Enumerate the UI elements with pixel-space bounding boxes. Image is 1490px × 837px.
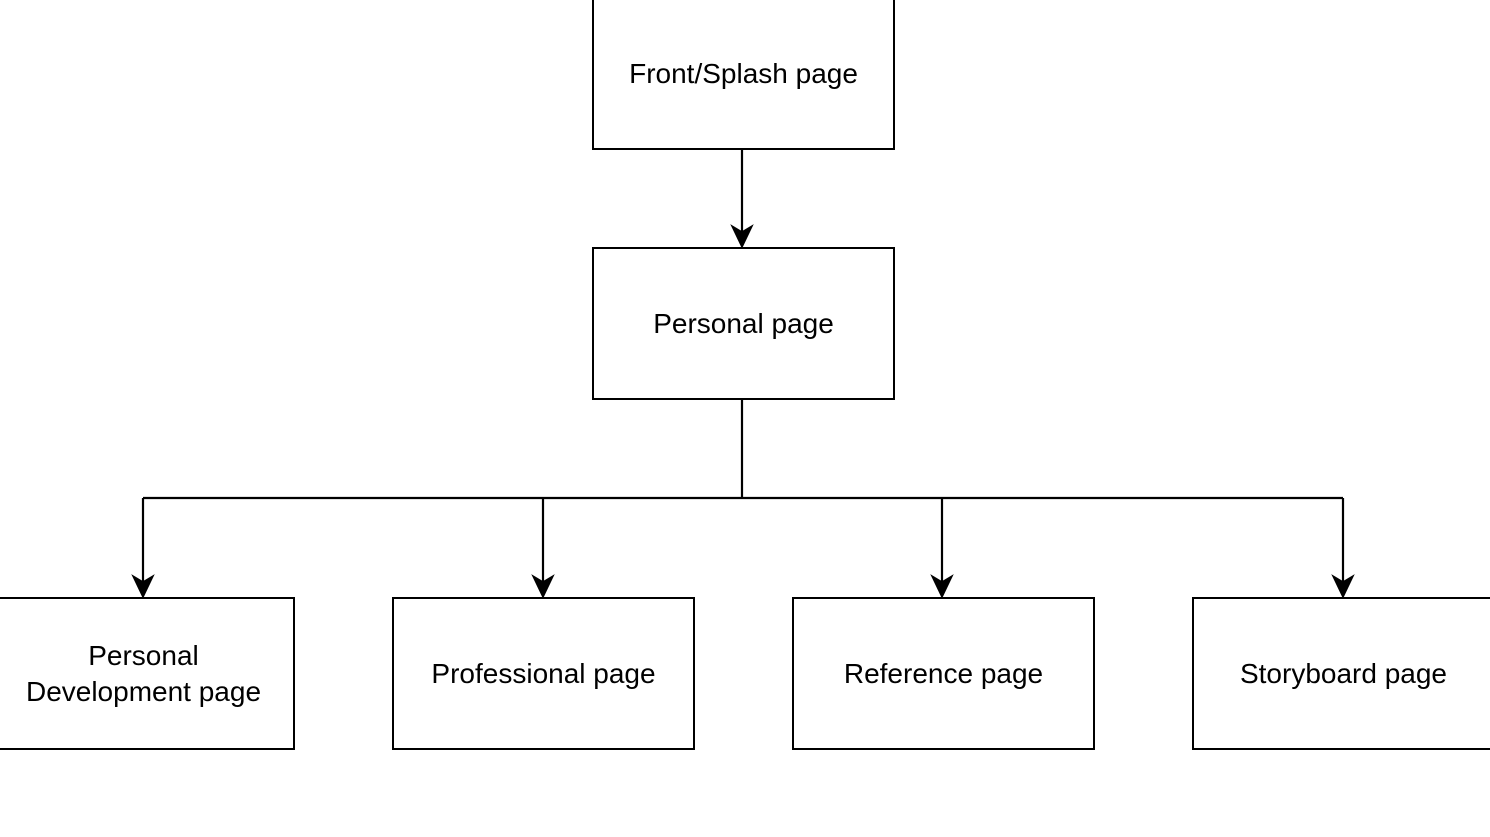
node-storyboard-page: Storyboard page (1192, 597, 1490, 750)
node-personal-page: Personal page (592, 247, 895, 400)
node-front-splash-page: Front/Splash page (592, 0, 895, 150)
node-reference-page: Reference page (792, 597, 1095, 750)
node-label: Storyboard page (1239, 657, 1448, 689)
arrowhead-personal-development (131, 574, 155, 599)
node-label: Professional page (431, 657, 656, 689)
node-label: Reference page (843, 657, 1044, 689)
arrowhead-professional (531, 574, 555, 599)
node-label: Personal Development page (25, 639, 262, 707)
node-personal-development-page: Personal Development page (0, 597, 295, 750)
node-label: Personal page (653, 307, 834, 339)
arrowhead-personal (730, 224, 754, 249)
node-professional-page: Professional page (392, 597, 695, 750)
arrowhead-reference (930, 574, 954, 599)
node-label: Front/Splash page (629, 58, 858, 89)
arrowhead-storyboard (1331, 574, 1355, 599)
